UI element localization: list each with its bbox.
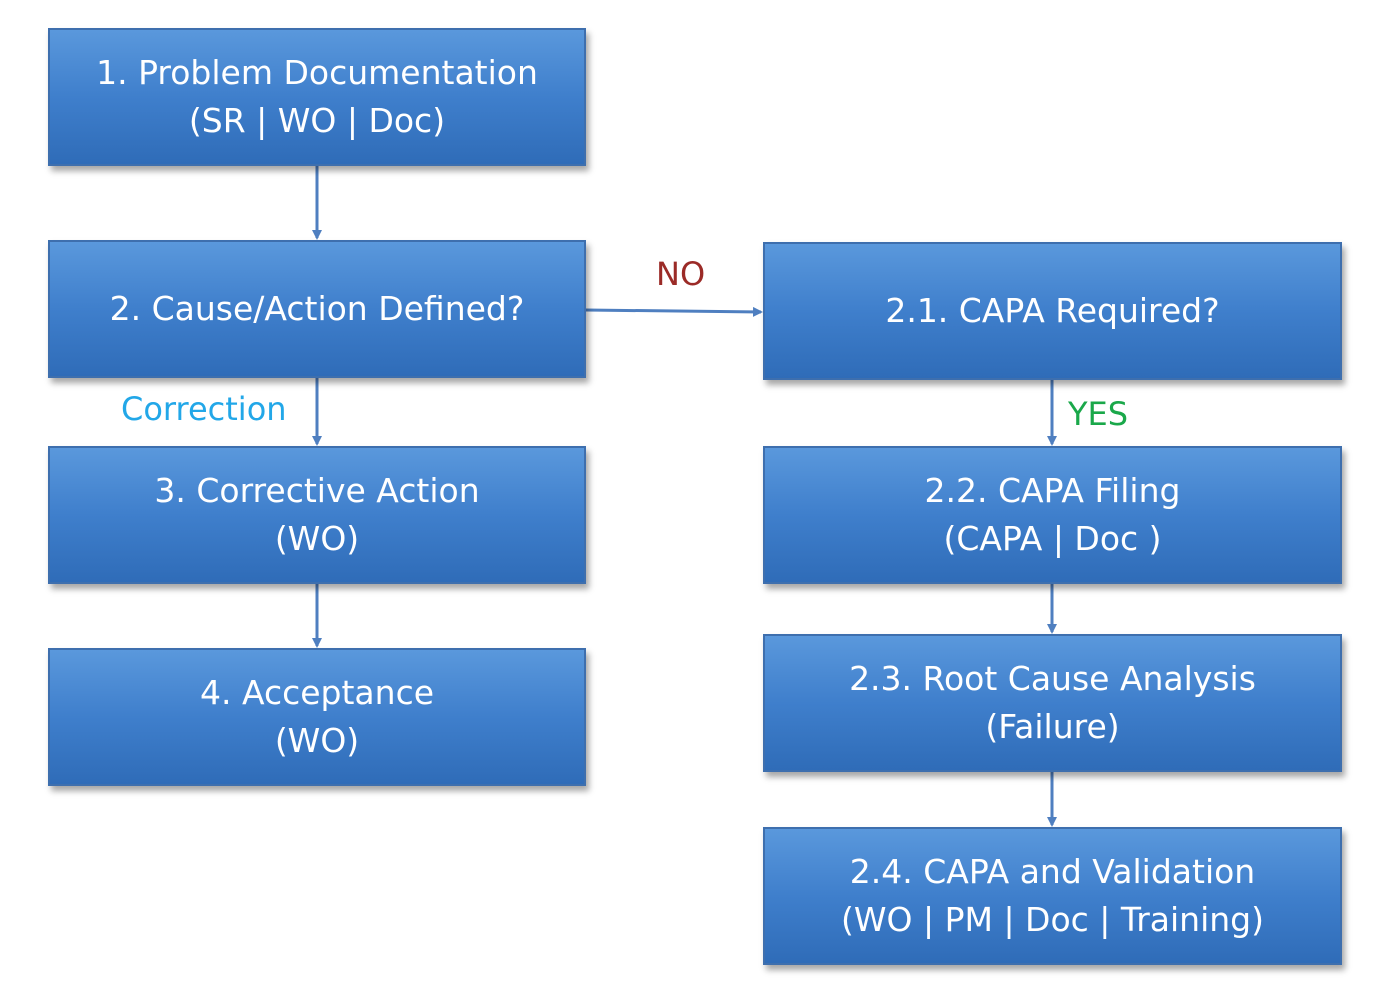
step-3-corrective-action: 3. Corrective Action (WO) [48, 446, 586, 584]
step-1-problem-documentation: 1. Problem Documentation (SR | WO | Doc) [48, 28, 586, 166]
step-4-title: 4. Acceptance [199, 673, 435, 712]
step-1-title: 1. Problem Documentation [96, 53, 538, 92]
step-2-cause-action-defined: 2. Cause/Action Defined? [48, 240, 586, 378]
step-2-title: 2. Cause/Action Defined? [109, 289, 525, 328]
step-2-4-title: 2.4. CAPA and Validation [849, 852, 1256, 891]
step-3-title: 3. Corrective Action [154, 471, 480, 510]
edge-label-no: NO [656, 255, 706, 293]
step-2-4-subtitle: (WO | PM | Doc | Training) [841, 900, 1264, 939]
edge-label-yes: YES [1068, 395, 1129, 433]
arrow-2-to-2-1 [585, 306, 763, 317]
step-2-2-title: 2.2. CAPA Filing [924, 471, 1181, 510]
step-2-3-title: 2.3. Root Cause Analysis [849, 659, 1256, 698]
step-4-acceptance: 4. Acceptance (WO) [48, 648, 586, 786]
step-2-2-subtitle: (CAPA | Doc ) [943, 519, 1162, 558]
step-3-subtitle: (WO) [274, 519, 360, 558]
step-2-3-subtitle: (Failure) [985, 707, 1120, 746]
step-4-subtitle: (WO) [274, 721, 360, 760]
step-2-1-title: 2.1. CAPA Required? [885, 291, 1220, 330]
edge-label-correction: Correction [121, 390, 287, 428]
step-1-subtitle: (SR | WO | Doc) [188, 101, 446, 140]
step-2-4-capa-and-validation: 2.4. CAPA and Validation (WO | PM | Doc … [763, 827, 1342, 965]
step-2-3-root-cause-analysis: 2.3. Root Cause Analysis (Failure) [763, 634, 1342, 772]
step-2-2-capa-filing: 2.2. CAPA Filing (CAPA | Doc ) [763, 446, 1342, 584]
step-2-1-capa-required: 2.1. CAPA Required? [763, 242, 1342, 380]
